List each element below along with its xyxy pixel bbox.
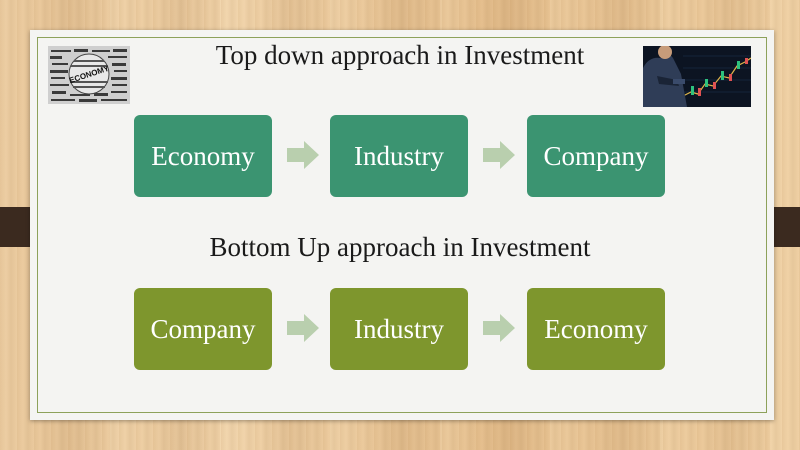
bottom-step-company: Company: [134, 288, 272, 370]
bottom-up-heading: Bottom Up approach in Investment: [209, 232, 591, 262]
economy-word-cloud-image: ECONOMY: [48, 46, 130, 104]
bottom-step-industry: Industry: [330, 288, 468, 370]
bottom-step-economy: Economy: [527, 288, 665, 370]
top-step-economy: Economy: [134, 115, 272, 197]
top-down-heading: Top down approach in Investment: [215, 40, 585, 70]
stock-trader-image: [643, 46, 751, 107]
top-step-industry: Industry: [330, 115, 468, 197]
arrow-right-icon: [483, 314, 515, 342]
arrow-right-icon: [483, 141, 515, 169]
top-step-company: Company: [527, 115, 665, 197]
arrow-right-icon: [287, 141, 319, 169]
arrow-right-icon: [287, 314, 319, 342]
